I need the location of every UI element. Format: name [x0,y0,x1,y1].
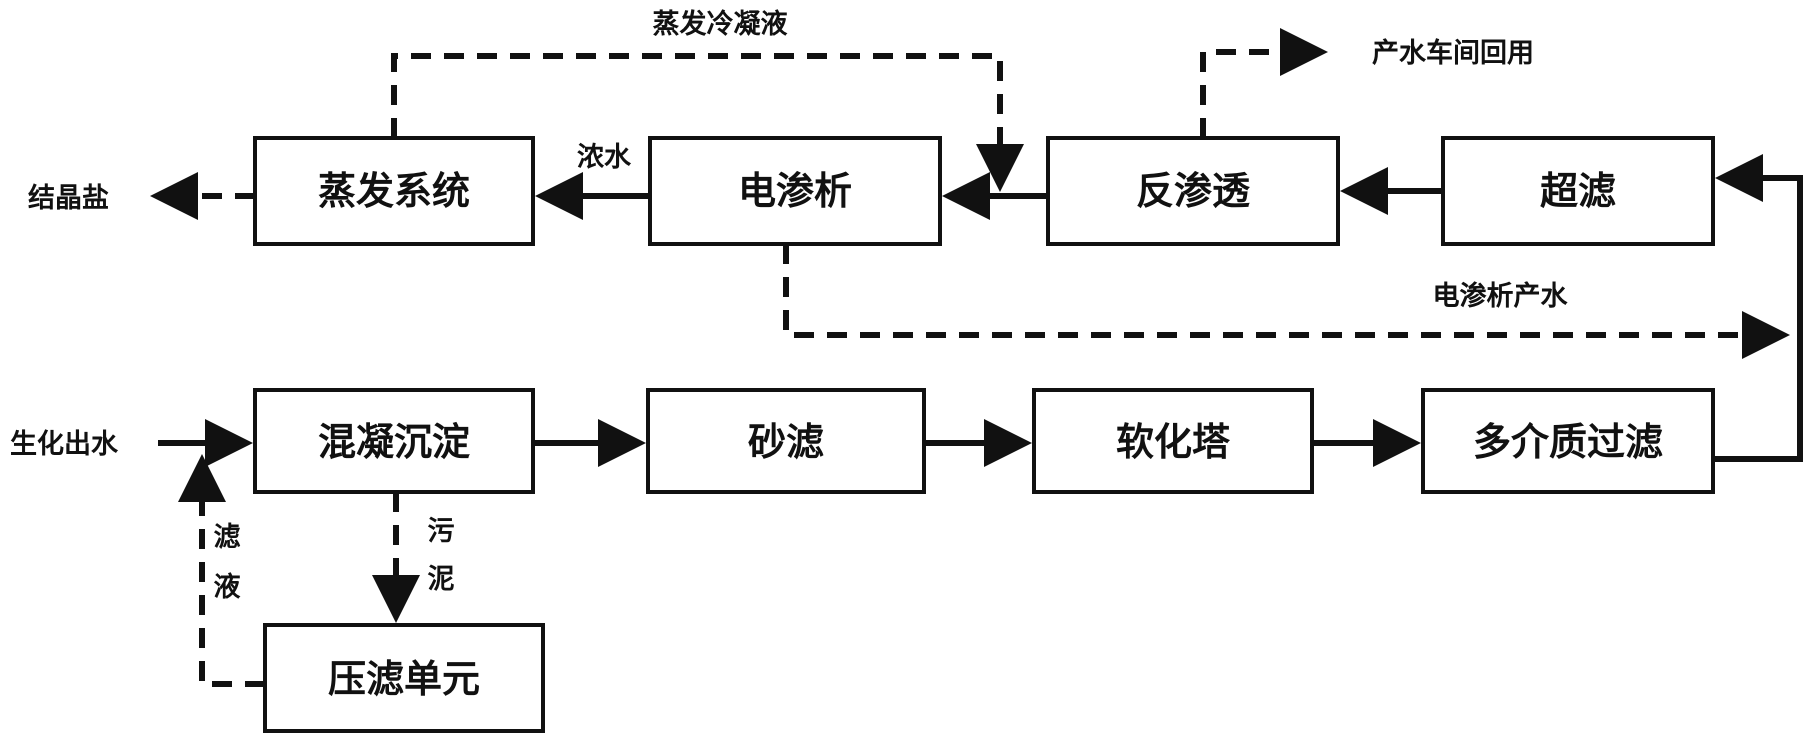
label-filtrate-char-1: 滤 [214,522,241,553]
box-sand-filter-label: 砂滤 [748,420,824,464]
label-bio-effluent: 生化出水 [10,429,119,460]
label-concentrate: 浓水 [577,142,632,173]
arrow-multimedia-to-uf [1713,154,1803,462]
box-sand-filter: 砂滤 [646,388,926,494]
box-ultrafiltration: 超滤 [1441,136,1715,246]
label-evap-condensate: 蒸发冷凝液 [653,8,788,40]
dashed-product-water-line [1200,28,1328,138]
box-coagulation-sedimentation: 混凝沉淀 [253,388,535,494]
box-filter-press: 压滤单元 [263,623,545,733]
label-crystal-salt: 结晶盐 [28,183,109,214]
box-reverse-osmosis-label: 反渗透 [1136,169,1251,213]
box-softening-tower-label: 软化塔 [1116,420,1231,464]
box-electrodialysis: 电渗析 [648,136,942,246]
dashed-ed-product-water-line [783,244,1790,359]
label-ed-product-water: 电渗析产水 [1433,280,1569,312]
box-ultrafiltration-label: 超滤 [1540,169,1616,213]
box-multimedia-filter: 多介质过滤 [1421,388,1715,494]
box-reverse-osmosis: 反渗透 [1046,136,1340,246]
label-sludge-char-2: 泥 [428,564,455,595]
box-evaporation-system: 蒸发系统 [253,136,535,246]
dashed-condensate-line [391,53,1003,138]
box-evaporation-label: 蒸发系统 [318,169,470,213]
label-product-water-reuse: 产水车间回用 [1372,37,1534,69]
dashed-filtrate-return-line [178,454,265,687]
box-filter-press-label: 压滤单元 [328,657,480,701]
box-electrodialysis-label: 电渗析 [738,169,852,213]
box-coagulation-label: 混凝沉淀 [318,420,470,464]
box-multimedia-filter-label: 多介质过滤 [1473,420,1663,464]
box-softening-tower: 软化塔 [1032,388,1314,494]
label-filtrate-char-2: 液 [214,572,241,603]
label-sludge-char-1: 污 [428,516,455,547]
